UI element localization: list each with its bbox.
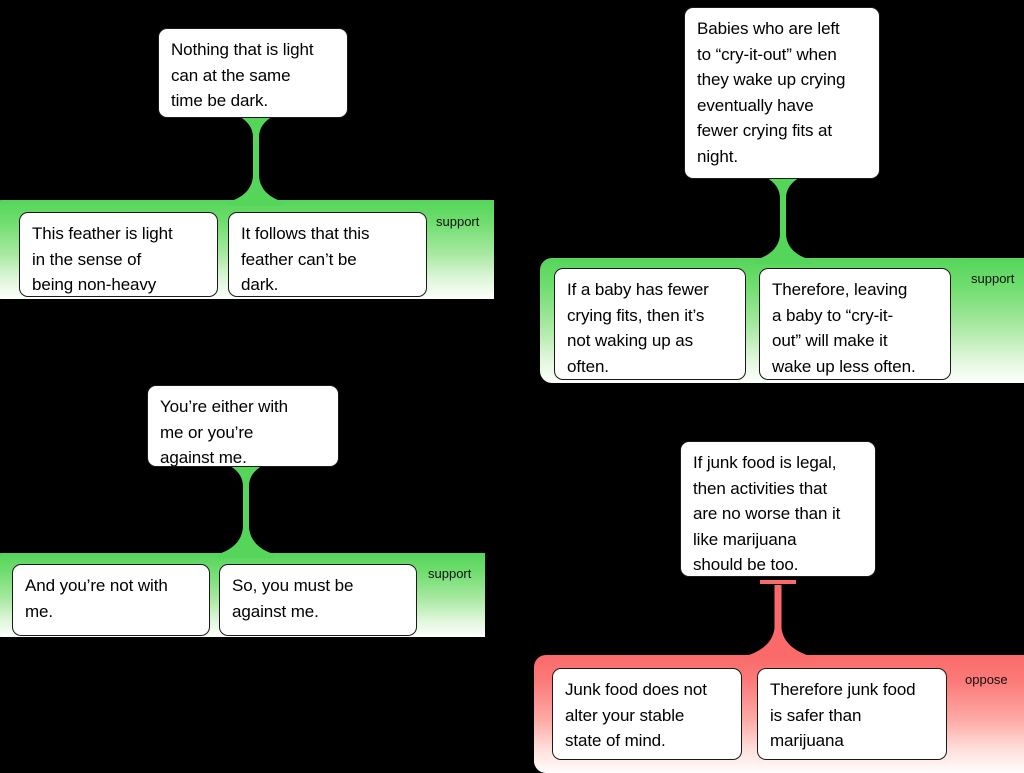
premise-card-with-me-2[interactable]: So, you must be against me. <box>219 564 417 636</box>
conclusion-card-with-me[interactable]: You’re either with me or you’re against … <box>147 385 339 467</box>
band-label-junk-food: oppose <box>965 672 1008 687</box>
premise-card-feather-1[interactable]: This feather is light in the sense of be… <box>19 212 218 297</box>
connector-oppose-junk-food <box>746 580 810 660</box>
premise-card-cry-it-out-2[interactable]: Therefore, leaving a baby to “cry-it- ou… <box>759 268 951 380</box>
premise-card-junk-food-2[interactable]: Therefore junk food is safer than mariju… <box>757 668 947 760</box>
premise-card-junk-food-1[interactable]: Junk food does not alter your stable sta… <box>552 668 742 760</box>
premise-card-cry-it-out-1[interactable]: If a baby has fewer crying fits, then it… <box>554 268 746 380</box>
connector-support-with-me <box>218 463 274 558</box>
connector-support-feather <box>228 114 284 206</box>
connector-support-cry-it-out <box>755 175 811 264</box>
band-label-cry-it-out: support <box>971 271 1015 286</box>
premise-card-with-me-1[interactable]: And you’re not with me. <box>12 564 210 636</box>
conclusion-card-cry-it-out[interactable]: Babies who are left to “cry-it-out” when… <box>684 7 880 179</box>
conclusion-card-junk-food[interactable]: If junk food is legal, then activities t… <box>680 441 876 577</box>
band-label-with-me: support <box>428 566 472 581</box>
conclusion-card-feather[interactable]: Nothing that is light can at the same ti… <box>158 28 348 118</box>
band-label-feather: support <box>436 214 480 229</box>
premise-card-feather-2[interactable]: It follows that this feather can’t be da… <box>228 212 427 297</box>
